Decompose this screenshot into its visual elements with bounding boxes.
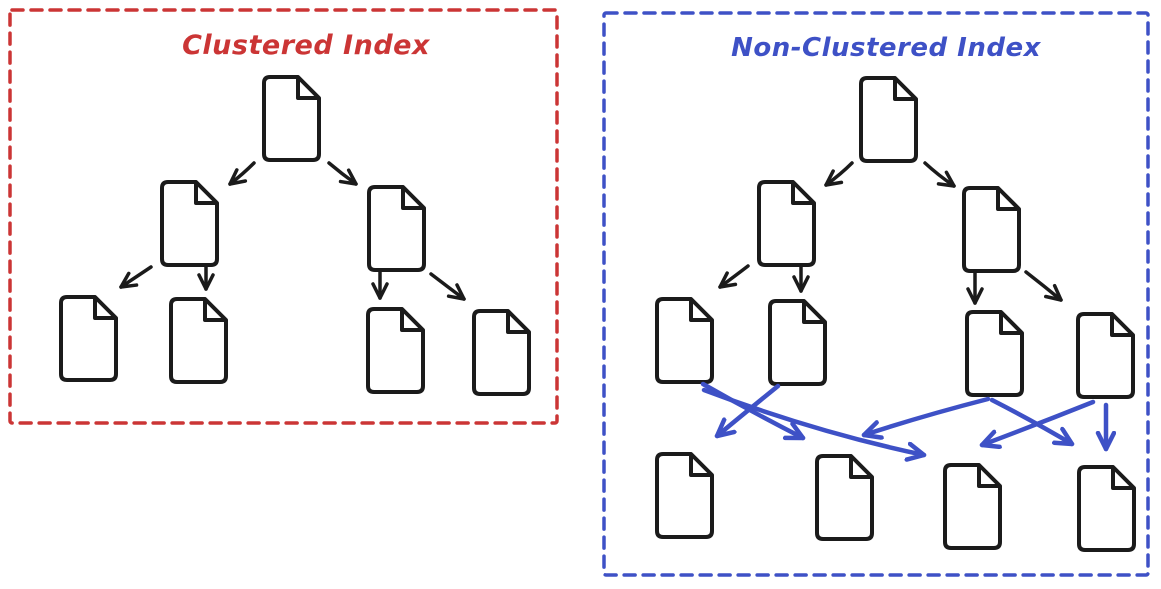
tree-arrow-root-to-internal-right [327, 161, 358, 186]
clustered-index-title: Clustered Index [182, 30, 431, 61]
non-clustered-doc-leaf-3 [965, 310, 1024, 397]
lookup-arrow-leaf-1-to-data-page-2 [700, 381, 806, 441]
lookup-arrow-leaf-2-to-data-page-1 [714, 383, 781, 439]
non-clustered-doc-data-page-1 [655, 452, 714, 539]
non-clustered-panel-dashed-border [602, 11, 1150, 577]
tree-arrow-root-to-internal-left [228, 161, 256, 186]
clustered-doc-internal-right [367, 185, 426, 272]
tree-arrow-internal-left-to-leaf-1 [718, 264, 750, 289]
lookup-arrow-leaf-3-to-data-page-4 [989, 397, 1075, 447]
non-clustered-doc-internal-right [962, 186, 1021, 273]
tree-arrow-root-to-internal-right [923, 161, 956, 188]
tree-arrow-internal-left-to-leaf-1 [119, 265, 153, 289]
clustered-index-panel: Clustered Index [8, 8, 559, 425]
tree-arrow-root-to-internal-left [824, 161, 854, 187]
lookup-arrow-leaf-4-to-data-page-3 [979, 399, 1096, 445]
clustered-doc-leaf-4 [472, 309, 531, 396]
tree-arrow-internal-right-to-leaf-4 [1024, 270, 1063, 302]
non-clustered-doc-root [859, 76, 918, 163]
non-clustered-doc-leaf-2 [768, 299, 827, 386]
clustered-doc-internal-left [160, 180, 219, 267]
lookup-arrow-leaf-3-to-data-page-2 [861, 396, 991, 435]
non-clustered-doc-data-page-3 [943, 463, 1002, 550]
clustered-doc-root [262, 75, 321, 162]
tree-arrow-internal-right-to-leaf-4 [429, 272, 466, 301]
clustered-doc-leaf-1 [59, 295, 118, 382]
non-clustered-doc-data-page-4 [1077, 465, 1136, 552]
non-clustered-doc-internal-left [757, 180, 816, 267]
clustered-btree [59, 75, 531, 396]
non-clustered-doc-data-page-2 [815, 454, 874, 541]
leaf-to-data-page-lookup-arrows [700, 381, 1106, 455]
lookup-arrow-leaf-1-to-data-page-3 [701, 387, 927, 455]
non-clustered-doc-leaf-4 [1076, 312, 1135, 399]
clustered-doc-leaf-3 [366, 307, 425, 394]
non-clustered-btree [655, 76, 1136, 552]
clustered-doc-leaf-2 [169, 297, 228, 384]
non-clustered-doc-leaf-1 [655, 297, 714, 384]
clustered-panel-dashed-border [8, 8, 559, 425]
non-clustered-index-panel: Non-Clustered Index [602, 11, 1150, 577]
non-clustered-index-title: Non-Clustered Index [731, 33, 1042, 63]
